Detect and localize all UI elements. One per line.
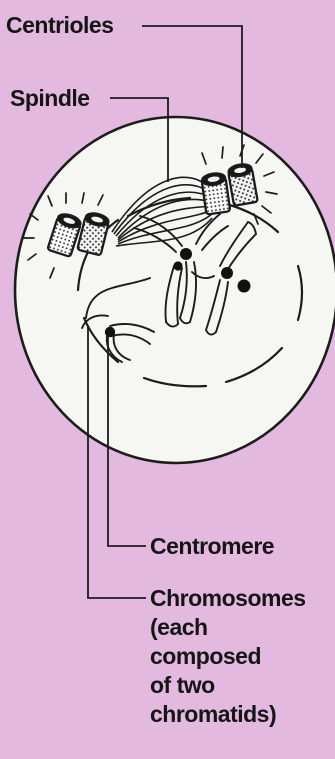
label-chromosomes-line: (each (150, 613, 330, 642)
label-chromosomes-line: composed (150, 642, 330, 671)
centromere-dot (105, 327, 115, 337)
centromere-dot (221, 267, 233, 279)
centromere-dot (173, 261, 182, 270)
label-chromosomes-line: chromatids) (150, 700, 330, 729)
label-centromere: Centromere (150, 532, 274, 561)
cell-membrane (15, 117, 335, 463)
label-chromosomes: Chromosomes (each composed of two chroma… (150, 584, 330, 729)
nucleolus (238, 280, 251, 293)
label-spindle: Spindle (10, 84, 90, 113)
label-chromosomes-line: of two (150, 671, 330, 700)
label-centrioles: Centrioles (6, 11, 113, 40)
label-chromosomes-line: Chromosomes (150, 584, 330, 613)
centromere-dot (180, 248, 192, 260)
